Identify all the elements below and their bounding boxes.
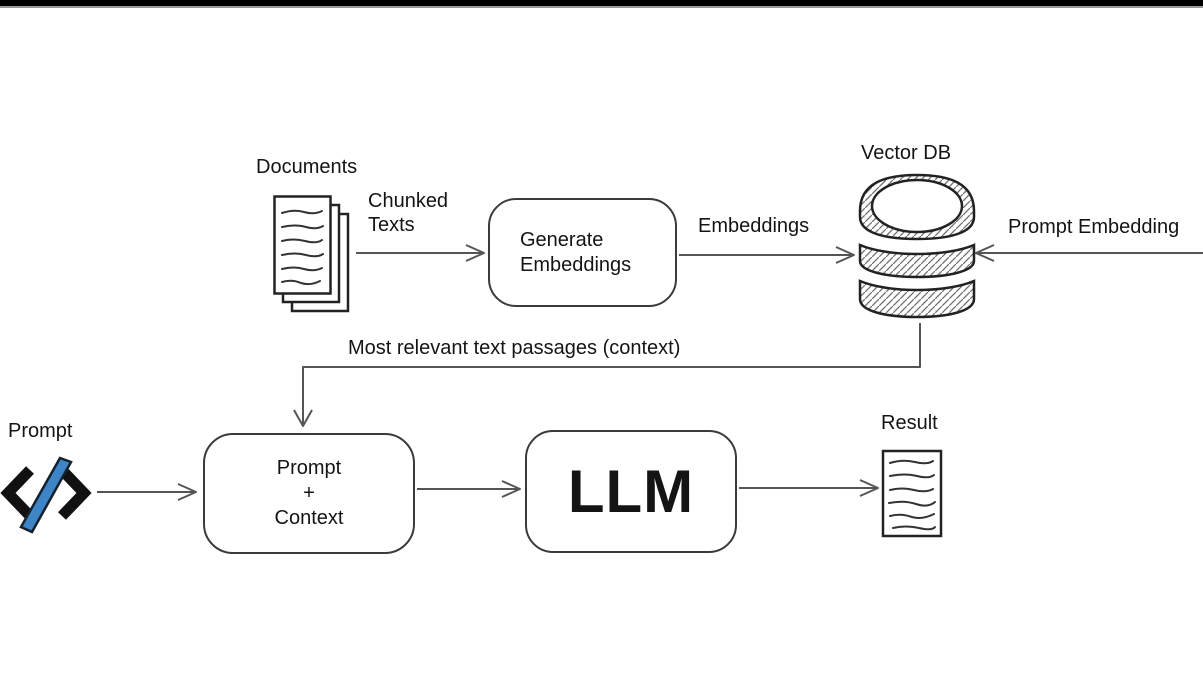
prompt-label: Prompt <box>8 420 73 442</box>
arrow-prompt-input <box>97 483 197 501</box>
documents-icon <box>273 195 350 313</box>
context-flow-label: Most relevant text passages (context) <box>348 337 681 359</box>
generate-embeddings-box: Generate Embeddings <box>488 198 677 307</box>
prompt-embedding-label: Prompt Embedding <box>1008 216 1180 238</box>
chunked-texts-label: Chunked Texts <box>368 190 449 236</box>
arrow-llm-to-result <box>739 479 879 497</box>
vector-db-icon <box>858 173 976 319</box>
code-icon <box>0 456 92 534</box>
embeddings-label: Embeddings <box>698 215 810 237</box>
arrow-chunked-texts <box>356 244 485 262</box>
llm-box-label: LLM <box>567 457 695 525</box>
documents-label: Documents <box>256 156 358 178</box>
prompt-context-box: Prompt + Context <box>203 433 415 554</box>
result-icon <box>881 449 943 538</box>
arrow-context-to-llm <box>417 480 521 498</box>
arrow-embeddings <box>679 246 855 264</box>
generate-embeddings-box-label: Generate Embeddings <box>520 228 632 276</box>
top-letterbox-bar <box>0 0 1203 8</box>
vector-db-label: Vector DB <box>861 142 952 164</box>
llm-box: LLM <box>525 430 737 553</box>
prompt-context-box-label: Prompt + Context <box>274 457 344 529</box>
arrow-prompt-embedding <box>975 244 1203 262</box>
result-label: Result <box>881 412 938 434</box>
